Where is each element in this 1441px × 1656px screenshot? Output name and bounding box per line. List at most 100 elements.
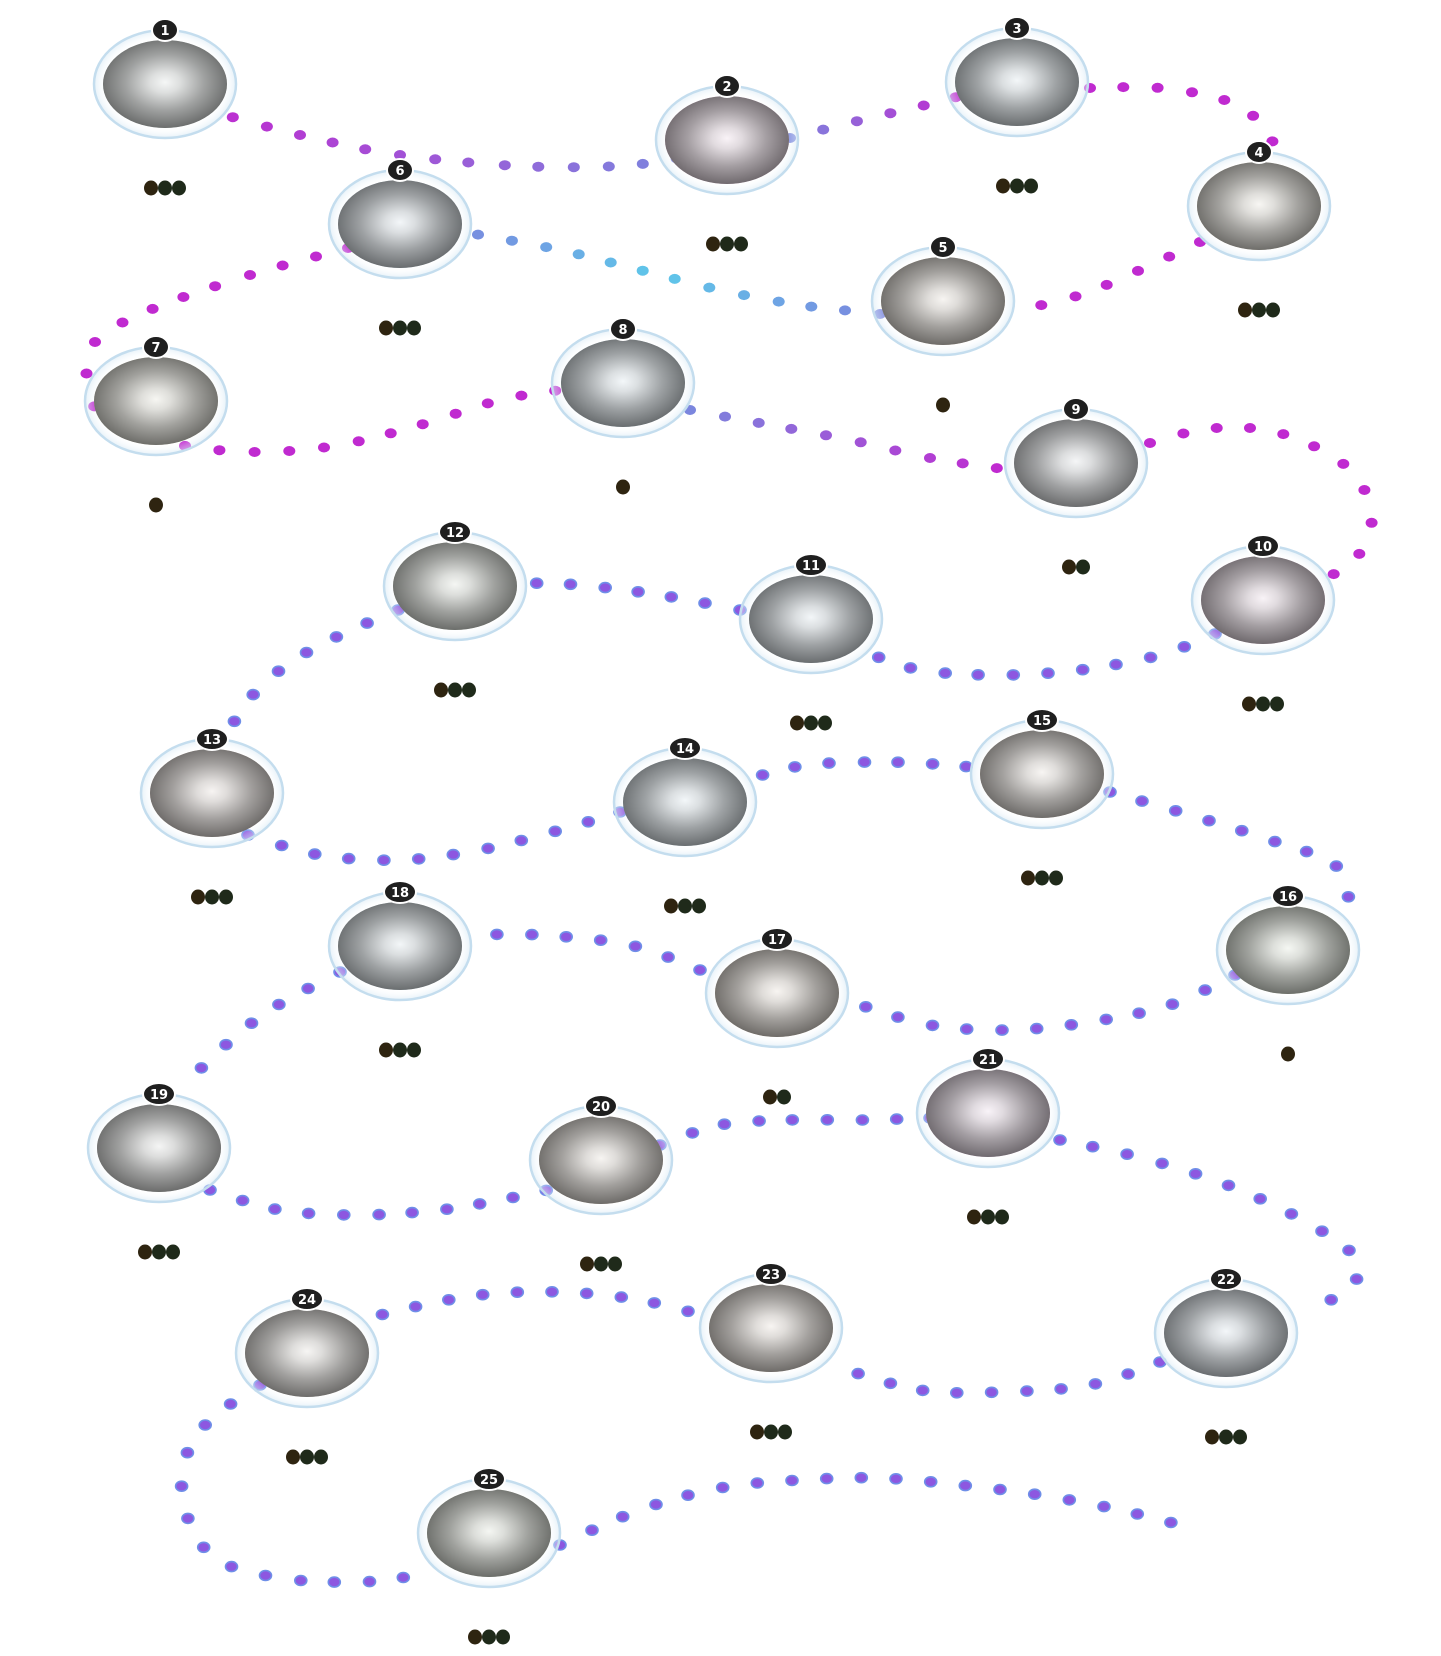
level-number: 20 xyxy=(592,1100,610,1115)
level-node-22[interactable]: 22 xyxy=(1153,1267,1299,1445)
level-node-20[interactable]: 20 xyxy=(528,1094,674,1272)
level-node-6[interactable]: 6 xyxy=(327,158,473,336)
path-dot xyxy=(854,437,867,448)
level-node-3[interactable]: 3 xyxy=(944,16,1090,194)
path-dot xyxy=(181,1512,195,1525)
path-dot xyxy=(883,1377,898,1390)
path-dot xyxy=(1130,1508,1145,1520)
level-node-25[interactable]: 25 xyxy=(416,1467,562,1645)
level-node-14[interactable]: 14 xyxy=(612,736,758,914)
level-node-17[interactable]: 17 xyxy=(704,927,850,1105)
level-sphere xyxy=(715,949,839,1037)
level-node-15[interactable]: 15 xyxy=(969,708,1115,886)
path-dot xyxy=(693,964,707,976)
star-icon xyxy=(1270,696,1284,712)
level-node-11[interactable]: 11 xyxy=(738,553,884,731)
level-number: 16 xyxy=(1279,890,1297,905)
path-dot xyxy=(244,1017,259,1030)
level-node-7[interactable]: 7 xyxy=(83,335,229,513)
path-dot xyxy=(1198,984,1212,996)
path-dot xyxy=(719,411,731,422)
level-node-5[interactable]: 5 xyxy=(870,235,1016,413)
path-dot xyxy=(1353,548,1366,559)
level-node-1[interactable]: 1 xyxy=(92,18,238,196)
level-node-12[interactable]: 12 xyxy=(382,520,528,698)
level-number: 18 xyxy=(391,886,409,901)
path-dot xyxy=(224,1560,239,1573)
path-dot xyxy=(490,928,504,941)
path-dot xyxy=(1006,669,1021,681)
path-dot xyxy=(1109,658,1123,671)
path-dot xyxy=(1054,1383,1068,1395)
path-dot xyxy=(854,1471,869,1484)
level-node-8[interactable]: 8 xyxy=(550,317,696,495)
path-dot xyxy=(615,1510,630,1523)
path-dot xyxy=(1035,300,1048,311)
level-badge xyxy=(609,317,637,341)
level-badge xyxy=(472,1467,506,1491)
path-dot xyxy=(226,112,239,123)
path-dot xyxy=(805,301,818,312)
star-icon xyxy=(379,1042,393,1058)
path-dot xyxy=(352,436,365,447)
path-dot xyxy=(514,834,529,847)
level-node-19[interactable]: 19 xyxy=(86,1082,232,1260)
path-dot xyxy=(472,229,484,240)
path-dot xyxy=(1186,87,1198,98)
path-dot xyxy=(1120,1148,1134,1160)
level-node-2[interactable]: 2 xyxy=(654,74,800,252)
level-node-18[interactable]: 18 xyxy=(327,880,473,1058)
path-dot xyxy=(839,305,851,316)
star-icon xyxy=(764,1424,778,1440)
path-dot xyxy=(1247,110,1260,121)
level-node-16[interactable]: 16 xyxy=(1215,884,1361,1062)
level-sphere xyxy=(338,180,462,268)
level-number: 8 xyxy=(618,323,627,338)
star-icon xyxy=(393,320,407,336)
path-dot xyxy=(276,260,289,271)
level-sphere xyxy=(1197,162,1321,250)
level-node-9[interactable]: 9 xyxy=(1003,397,1149,575)
path-dot xyxy=(1235,824,1249,837)
path-dot xyxy=(563,578,578,591)
path-dot xyxy=(505,235,518,246)
level-sphere xyxy=(97,1104,221,1192)
level-node-23[interactable]: 23 xyxy=(698,1262,844,1440)
path-dot xyxy=(1165,998,1180,1011)
path-dot xyxy=(889,445,902,456)
level-node-24[interactable]: 24 xyxy=(234,1287,380,1465)
star-icon xyxy=(393,1042,407,1058)
path-dot xyxy=(244,270,256,280)
path-dot xyxy=(661,951,675,963)
level-node-10[interactable]: 10 xyxy=(1190,534,1336,712)
path-dot xyxy=(1177,640,1192,653)
path-dot xyxy=(604,257,617,268)
level-number: 1 xyxy=(160,24,169,39)
star-icon xyxy=(144,180,158,196)
path-dot xyxy=(602,161,615,172)
star-icon xyxy=(172,180,186,196)
star-icon xyxy=(462,682,476,698)
path-dot xyxy=(1064,1019,1079,1031)
path-dot xyxy=(405,1206,419,1219)
level-node-4[interactable]: 4 xyxy=(1186,140,1332,318)
level-sphere xyxy=(427,1489,551,1577)
path-dot xyxy=(579,1287,594,1300)
star-icon xyxy=(434,682,448,698)
path-dot xyxy=(548,825,563,838)
level-badge xyxy=(929,235,957,259)
path-dot xyxy=(598,581,613,594)
level-node-21[interactable]: 21 xyxy=(915,1047,1061,1225)
level-number: 19 xyxy=(150,1088,168,1103)
path-dot xyxy=(194,1062,209,1074)
path-dot xyxy=(614,1291,629,1303)
star-icon xyxy=(219,889,233,905)
star-icon xyxy=(1266,302,1280,318)
path-dot xyxy=(647,1297,662,1309)
level-node-13[interactable]: 13 xyxy=(139,727,285,905)
path-dot xyxy=(822,757,836,769)
path-dot xyxy=(903,662,918,674)
path-dot xyxy=(475,1288,490,1301)
path-dot xyxy=(850,116,863,127)
